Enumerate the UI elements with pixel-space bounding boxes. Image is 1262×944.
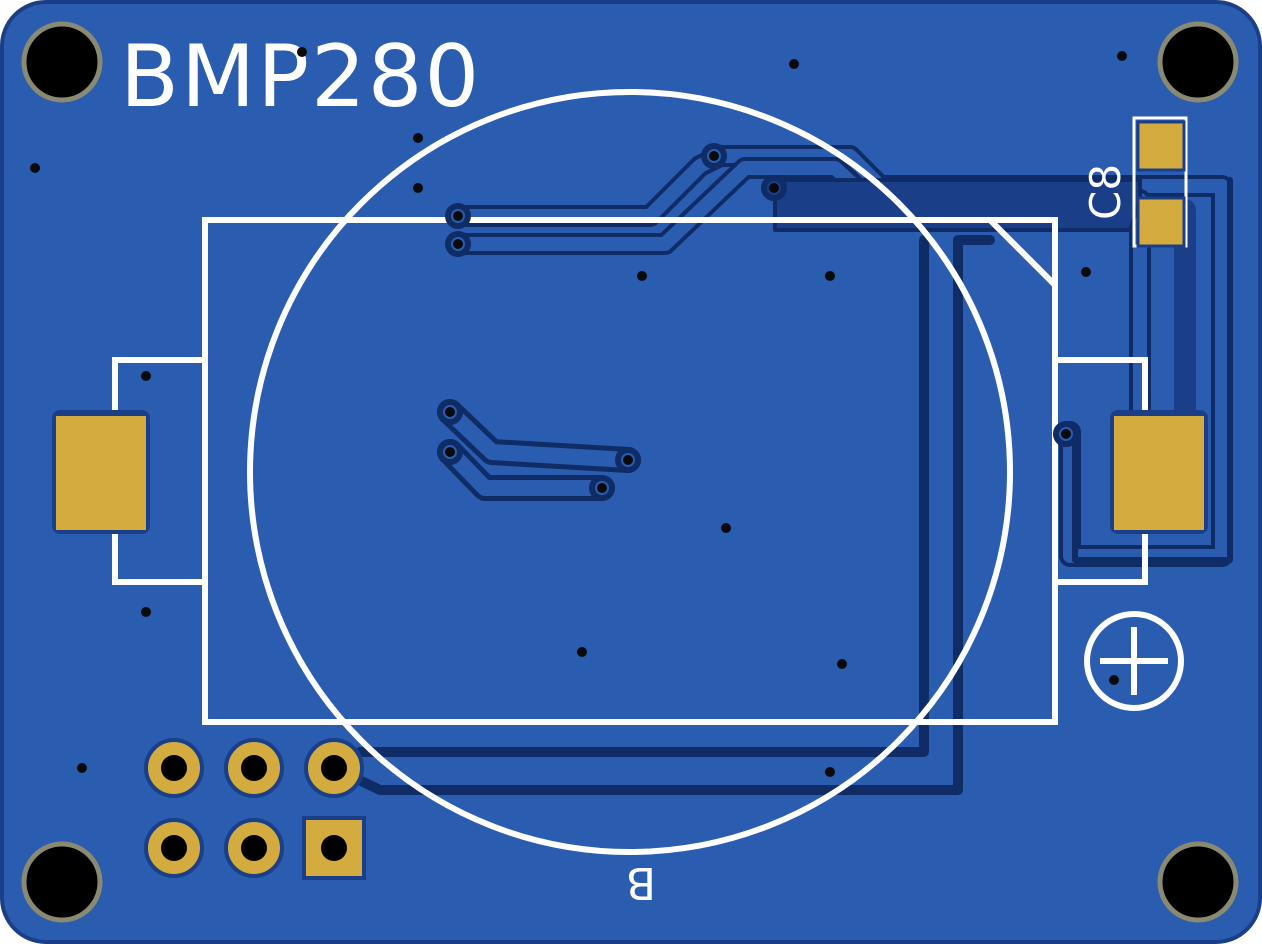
via — [623, 455, 633, 465]
trace-bottom-2 — [329, 235, 995, 795]
mounting-hole-br — [1157, 841, 1239, 923]
via — [141, 371, 151, 381]
c8-pad-top — [1136, 120, 1186, 172]
header-pin-hole-3 — [321, 755, 347, 781]
header-pin-hole-2 — [241, 755, 267, 781]
c8-label: C8 — [1081, 164, 1130, 220]
mounting-hole-tr — [1157, 21, 1239, 103]
silkscreen — [112, 89, 1188, 855]
trace-mid-1-inner — [442, 404, 636, 468]
battery-pad-right-copper — [1114, 416, 1204, 530]
header-pin-hole-4 — [161, 835, 187, 861]
battery-holder-outline — [202, 217, 1058, 725]
battery-label: B — [626, 857, 656, 908]
board-title: BMP280 — [120, 27, 481, 127]
via — [77, 763, 87, 773]
via — [637, 271, 647, 281]
header-pins — [144, 738, 366, 880]
mounting-hole-bl — [21, 841, 103, 923]
via — [1109, 675, 1119, 685]
via — [413, 183, 423, 193]
vias — [30, 47, 1127, 777]
via — [453, 239, 463, 249]
via — [1081, 267, 1091, 277]
via — [30, 163, 40, 173]
via — [445, 447, 455, 457]
via — [837, 659, 847, 669]
header-pin-hole-6 — [321, 835, 347, 861]
polarity-circle — [1084, 611, 1184, 711]
holder-corner-chamfer — [987, 217, 1058, 288]
via — [825, 767, 835, 777]
via — [825, 271, 835, 281]
via — [453, 211, 463, 221]
via — [721, 523, 731, 533]
via — [709, 151, 719, 161]
via — [1061, 429, 1071, 439]
mounting-hole-tl — [21, 21, 103, 103]
via — [789, 59, 799, 69]
header-pin-hole-5 — [241, 835, 267, 861]
via — [577, 647, 587, 657]
via — [769, 183, 779, 193]
via — [1117, 51, 1127, 61]
mounting-holes — [21, 21, 1239, 923]
battery-pad-left-copper — [56, 416, 146, 530]
c8-pad-bottom — [1136, 196, 1186, 248]
header-pin-hole-1 — [161, 755, 187, 781]
via — [445, 407, 455, 417]
via — [297, 47, 307, 57]
via — [597, 483, 607, 493]
via — [413, 133, 423, 143]
coin-cell-outline — [247, 89, 1013, 855]
via — [141, 607, 151, 617]
trace-mid-2-inner — [442, 444, 610, 496]
